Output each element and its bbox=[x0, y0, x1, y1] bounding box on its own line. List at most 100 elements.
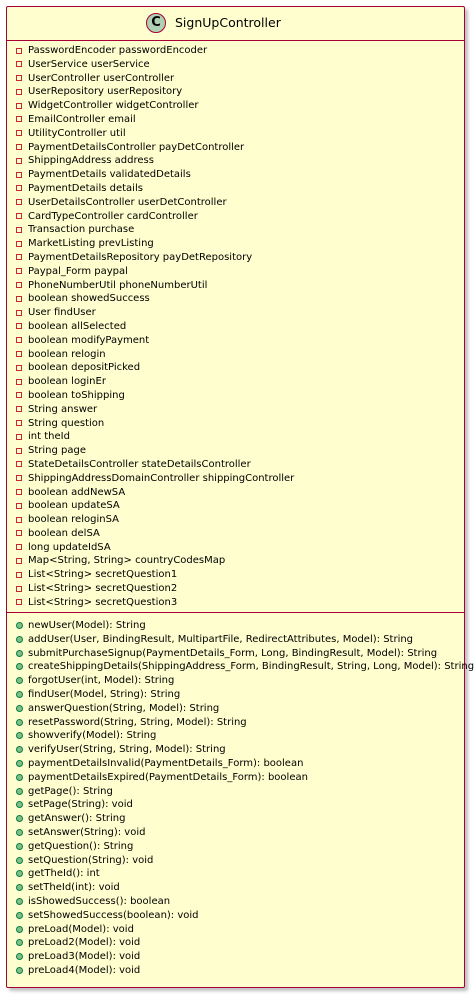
field-row: PaymentDetails details bbox=[7, 182, 464, 196]
field-row: ShippingAddress address bbox=[7, 154, 464, 168]
method-row: setPage(String): void bbox=[7, 798, 464, 812]
private-visibility-icon bbox=[16, 364, 22, 371]
method-row-text: paymentDetailsExpired(PaymentDetails_For… bbox=[28, 771, 308, 783]
method-row: getAnswer(): String bbox=[7, 812, 464, 826]
field-row: StateDetailsController stateDetailsContr… bbox=[7, 458, 464, 472]
field-row-text: UserService userService bbox=[28, 58, 150, 70]
private-visibility-icon bbox=[16, 144, 22, 151]
public-visibility-icon bbox=[15, 718, 23, 726]
field-row: List<String> secretQuestion2 bbox=[7, 582, 464, 596]
field-row: Paypal_Form paypal bbox=[7, 265, 464, 279]
method-row: resetPassword(String, String, Model): St… bbox=[7, 716, 464, 730]
public-visibility-icon bbox=[15, 925, 23, 933]
method-row-text: paymentDetailsInvalid(PaymentDetails_For… bbox=[28, 757, 304, 769]
public-visibility-icon bbox=[15, 663, 23, 671]
method-row-text: newUser(Model): String bbox=[28, 620, 146, 631]
field-row: boolean relogin bbox=[7, 348, 464, 362]
method-row-text: showverify(Model): String bbox=[28, 730, 157, 742]
private-visibility-icon bbox=[16, 185, 22, 192]
method-row-text: preLoad4(Model): void bbox=[28, 964, 141, 976]
field-row-text: PaymentDetailsController payDetControlle… bbox=[28, 141, 245, 153]
private-visibility-icon bbox=[16, 116, 22, 123]
field-row: User findUser bbox=[7, 306, 464, 320]
public-visibility-icon bbox=[15, 787, 23, 795]
field-row-text: StateDetailsController stateDetailsContr… bbox=[28, 458, 251, 470]
field-row-text: String question bbox=[28, 417, 105, 429]
field-row-text: String answer bbox=[28, 403, 98, 415]
field-row-text: CardTypeController cardController bbox=[28, 210, 198, 222]
method-row-text: answerQuestion(String, Model): String bbox=[28, 702, 220, 714]
field-row: PhoneNumberUtil phoneNumberUtil bbox=[7, 279, 464, 293]
field-row-text: PasswordEncoder passwordEncoder bbox=[28, 45, 208, 56]
private-visibility-icon bbox=[16, 433, 22, 440]
method-row: setShowedSuccess(boolean): void bbox=[7, 909, 464, 923]
private-visibility-icon bbox=[16, 392, 22, 399]
method-row: forgotUser(int, Model): String bbox=[7, 674, 464, 688]
field-row: boolean showedSuccess bbox=[7, 292, 464, 306]
field-row: List<String> secretQuestion1 bbox=[7, 568, 464, 582]
private-visibility-icon bbox=[16, 130, 22, 137]
field-row-text: boolean addNewSA bbox=[28, 486, 126, 498]
method-row-text: getPage(): String bbox=[28, 785, 113, 797]
private-visibility-icon bbox=[16, 475, 22, 482]
field-row-text: PhoneNumberUtil phoneNumberUtil bbox=[28, 279, 208, 291]
method-row-text: preLoad(Model): void bbox=[28, 923, 134, 935]
method-row-text: setPage(String): void bbox=[28, 799, 133, 811]
public-visibility-icon bbox=[15, 773, 23, 781]
fields-methods-divider bbox=[7, 612, 464, 613]
private-visibility-icon bbox=[16, 337, 22, 344]
method-row: newUser(Model): String bbox=[7, 619, 464, 633]
public-visibility-icon bbox=[15, 856, 23, 864]
field-row-text: String page bbox=[28, 445, 86, 457]
field-row: boolean delSA bbox=[7, 527, 464, 541]
public-visibility-icon bbox=[15, 815, 23, 823]
method-row: preLoad2(Model): void bbox=[7, 936, 464, 950]
field-row-text: List<String> secretQuestion1 bbox=[28, 569, 178, 581]
field-row: UtilityController util bbox=[7, 127, 464, 141]
class-name: SignUpController bbox=[175, 15, 281, 30]
field-row-text: boolean modifyPayment bbox=[28, 334, 150, 346]
method-row-text: setShowedSuccess(boolean): void bbox=[28, 909, 199, 921]
method-row: getTheId(): int bbox=[7, 867, 464, 881]
private-visibility-icon bbox=[16, 461, 22, 468]
method-row: addUser(User, BindingResult, MultipartFi… bbox=[7, 633, 464, 647]
public-visibility-icon bbox=[15, 635, 23, 643]
field-row: PaymentDetails validatedDetails bbox=[7, 168, 464, 182]
public-visibility-icon bbox=[15, 870, 23, 878]
private-visibility-icon bbox=[16, 282, 22, 289]
field-row-text: long updateIdSA bbox=[28, 541, 111, 553]
method-row-text: resetPassword(String, String, Model): St… bbox=[28, 716, 247, 728]
private-visibility-icon bbox=[16, 585, 22, 592]
field-row-text: List<String> secretQuestion3 bbox=[28, 596, 178, 608]
field-row-text: PaymentDetails validatedDetails bbox=[28, 169, 191, 181]
private-visibility-icon bbox=[16, 213, 22, 220]
method-row: isShowedSuccess(): boolean bbox=[7, 895, 464, 909]
field-row: PaymentDetailsRepository payDetRepositor… bbox=[7, 251, 464, 265]
field-row-text: int theId bbox=[28, 431, 70, 443]
private-visibility-icon bbox=[16, 157, 22, 164]
field-row: Transaction purchase bbox=[7, 223, 464, 237]
class-box-signupcontroller: C SignUpController PasswordEncoder passw… bbox=[6, 6, 474, 988]
field-row-text: UserDetailsController userDetController bbox=[28, 196, 227, 208]
public-visibility-icon bbox=[15, 677, 23, 685]
method-row: preLoad4(Model): void bbox=[7, 964, 464, 978]
method-row: setAnswer(String): void bbox=[7, 826, 464, 840]
field-row: UserRepository userRepository bbox=[7, 85, 464, 99]
field-row: CardTypeController cardController bbox=[7, 210, 464, 224]
private-visibility-icon bbox=[16, 544, 22, 551]
method-row: submitPurchaseSignup(PaymentDetails_Form… bbox=[7, 647, 464, 661]
private-visibility-icon bbox=[16, 102, 22, 109]
field-row-text: EmailController email bbox=[28, 113, 136, 125]
private-visibility-icon bbox=[16, 171, 22, 178]
field-row: boolean allSelected bbox=[7, 320, 464, 334]
field-row-text: boolean showedSuccess bbox=[28, 293, 150, 305]
field-row: boolean toShipping bbox=[7, 389, 464, 403]
class-header: C SignUpController bbox=[7, 7, 464, 40]
field-row: WidgetController widgetController bbox=[7, 99, 464, 113]
public-visibility-icon bbox=[15, 732, 23, 740]
public-visibility-icon bbox=[15, 939, 23, 947]
private-visibility-icon bbox=[16, 351, 22, 358]
field-row: boolean loginEr bbox=[7, 375, 464, 389]
private-visibility-icon bbox=[16, 557, 22, 564]
public-visibility-icon bbox=[15, 704, 23, 712]
